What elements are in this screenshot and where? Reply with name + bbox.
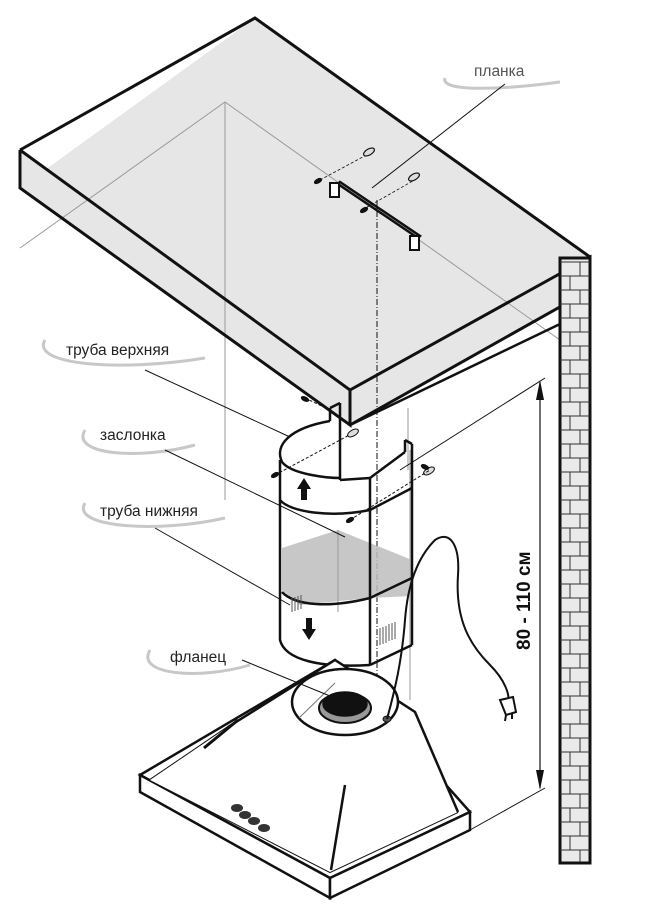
plug-icon xyxy=(498,695,518,722)
wall-face xyxy=(558,256,592,865)
ceiling-side xyxy=(350,257,590,425)
control-buttons xyxy=(231,804,270,832)
power-cord xyxy=(386,535,510,720)
hood-edge xyxy=(203,718,239,750)
label-upper-pipe-text: труба верхняя xyxy=(66,342,169,359)
hood-ridge xyxy=(329,784,347,871)
arrowhead-up-icon xyxy=(536,380,544,400)
bracket-tab-left xyxy=(329,182,340,198)
label-swoosh xyxy=(81,502,226,528)
label-lower-pipe-text: труба нижняя xyxy=(100,503,198,520)
screw-icon xyxy=(420,464,430,470)
extension-line-top xyxy=(399,377,546,471)
flange-collar-line xyxy=(298,682,336,719)
label-flange: фланец xyxy=(146,649,331,697)
dimension-label: 80 - 110 см xyxy=(514,551,535,650)
flange-opening xyxy=(322,691,368,717)
brick-pattern xyxy=(560,261,590,862)
ceiling-soffit xyxy=(349,322,561,427)
damper xyxy=(282,530,412,605)
lower-pipe-body xyxy=(278,500,371,667)
upper-pipe-curve-top xyxy=(278,419,341,480)
height-dimension: 80 - 110 см xyxy=(399,377,546,831)
dowel-icon xyxy=(362,147,376,157)
arrow-up-icon xyxy=(297,478,311,500)
label-damper: заслонка xyxy=(81,427,346,538)
leader-line xyxy=(371,83,506,189)
control-button xyxy=(248,817,260,825)
screw-icon xyxy=(313,177,323,185)
screw-icon xyxy=(300,396,310,402)
cooker-hood xyxy=(137,658,473,901)
leader-line xyxy=(154,527,291,606)
brick-wall xyxy=(558,256,592,865)
label-bracket: планка xyxy=(371,63,561,189)
vent-grille-icon xyxy=(291,595,396,645)
screw-icon xyxy=(359,206,369,214)
pipe-screws xyxy=(270,396,435,524)
label-swoosh xyxy=(41,339,206,367)
upper-pipe-edge xyxy=(404,438,413,446)
lower-pipe-edge xyxy=(369,576,413,600)
dash-line xyxy=(349,469,431,521)
dash-line-2 xyxy=(361,177,419,211)
label-lower-pipe: труба нижняя xyxy=(81,502,291,606)
control-button xyxy=(258,824,270,832)
mounting-bracket xyxy=(313,147,422,251)
lower-pipe-curve-mid xyxy=(281,591,371,606)
ceiling-top xyxy=(20,18,590,425)
upper-pipe-edge xyxy=(329,401,341,410)
control-button xyxy=(231,804,243,812)
screw-icon xyxy=(270,471,280,479)
extension-line-bottom xyxy=(469,787,546,831)
dowel-icon xyxy=(407,172,421,182)
ceiling xyxy=(18,16,592,500)
arrowhead-down-icon xyxy=(536,770,544,790)
arrow-down-icon xyxy=(302,618,316,640)
lower-pipe-edge xyxy=(369,643,413,667)
screw-icon xyxy=(345,516,355,524)
label-upper-pipe: труба верхняя xyxy=(41,339,291,438)
bracket-tab-right xyxy=(409,235,420,251)
upper-pipe-edge xyxy=(369,450,406,480)
upper-pipe-edge xyxy=(339,476,371,482)
lower-pipe xyxy=(278,486,414,667)
label-bracket-text: планка xyxy=(474,63,525,80)
dash-line xyxy=(274,431,356,476)
label-flange-text: фланец xyxy=(170,649,226,666)
leader-line xyxy=(241,659,331,697)
label-damper-text: заслонка xyxy=(100,427,166,444)
label-swoosh xyxy=(81,429,196,455)
leader-line xyxy=(144,369,291,438)
label-swoosh xyxy=(146,649,251,675)
label-swoosh xyxy=(443,77,561,90)
leader-line xyxy=(164,449,346,538)
dowel-icon xyxy=(347,428,359,438)
control-button xyxy=(239,811,251,819)
ceiling-front xyxy=(20,150,350,425)
lower-pipe-edge xyxy=(369,486,413,512)
